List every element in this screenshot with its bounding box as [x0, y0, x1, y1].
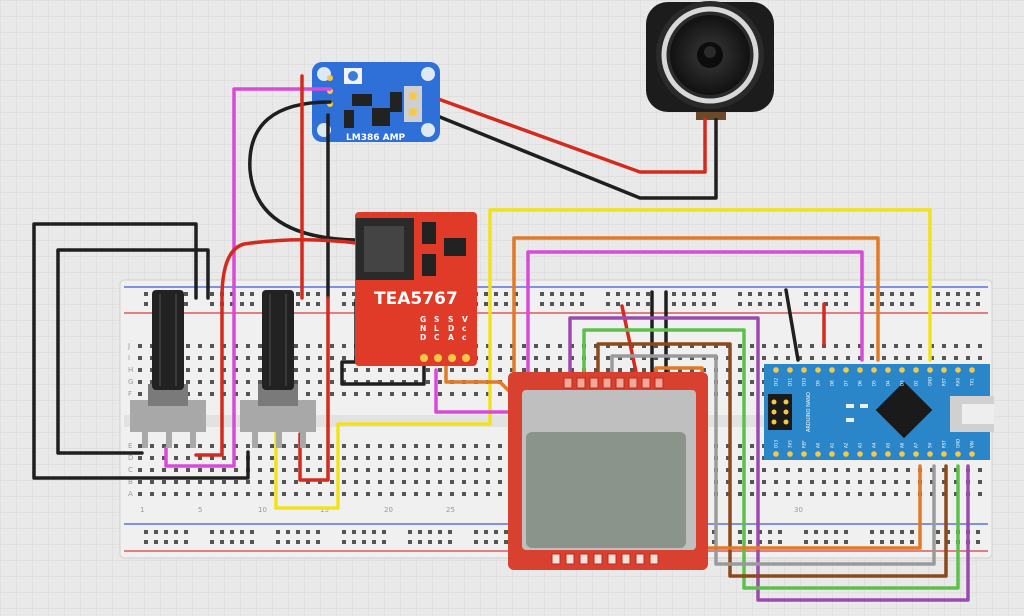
radio-label: TEA5767	[374, 289, 458, 309]
svg-text:D: D	[448, 324, 454, 333]
nano-pin-label: D10	[802, 377, 807, 386]
nano-pin-label: D13	[774, 439, 779, 448]
svg-text:F: F	[128, 390, 132, 398]
nano-pin-label: D4	[886, 380, 891, 386]
nano-pin-label: D8	[830, 380, 835, 386]
svg-text:D: D	[128, 454, 133, 462]
wire-black-nano-gnd	[784, 288, 800, 362]
wire-red-pot-bottom	[298, 296, 330, 482]
nano-pin-label: TX1	[970, 378, 975, 387]
nano-pin-label: VIN	[970, 441, 975, 448]
wire-purple	[568, 316, 970, 602]
nano-pin-label: REF	[802, 440, 807, 448]
nano-pin-label: GND	[956, 439, 961, 448]
svg-text:E: E	[128, 442, 132, 450]
nano-pin-label: RST	[942, 440, 947, 448]
nano-pin-label: D7	[844, 380, 849, 386]
nano-pin-label: A7	[914, 442, 919, 448]
speaker	[646, 1, 774, 120]
svg-text:C: C	[128, 466, 133, 474]
nano-pin-label: D2	[914, 380, 919, 386]
nano-pin-label: 3V3	[788, 440, 793, 448]
wire-green	[582, 328, 960, 590]
wire-brown	[596, 342, 948, 578]
wire-black-inner-loop	[56, 248, 210, 455]
tea5767-radio-module: TEA5767 GND SLC SDA Vcc	[355, 212, 477, 366]
wire-red-radio-pot	[194, 237, 358, 457]
lm386-amp-module: LM386 AMP	[312, 62, 440, 143]
svg-text:L: L	[434, 324, 439, 333]
nano-pin-label: GND	[928, 377, 933, 386]
row-letters: J I H G F E D C B A	[127, 342, 133, 498]
svg-text:5: 5	[198, 506, 202, 514]
svg-text:c: c	[462, 333, 466, 342]
speaker-wires	[429, 94, 718, 200]
svg-text:A: A	[448, 333, 454, 342]
svg-text:V: V	[462, 315, 468, 324]
nano-pin-label: RST	[942, 378, 947, 386]
svg-text:10: 10	[258, 506, 267, 514]
svg-text:D: D	[420, 333, 426, 342]
nano-pin-label: A1	[830, 442, 835, 448]
column-numbers: 1 5 10 15 20 25 30	[140, 506, 803, 514]
wire-black-audio	[248, 100, 358, 242]
lcd-top-pins	[563, 377, 664, 389]
wire-black-outer-loop	[32, 222, 250, 480]
svg-text:15: 15	[320, 506, 329, 514]
svg-text:J: J	[127, 342, 130, 350]
nano-pin-label: A4	[872, 442, 877, 448]
wire-black-jumpers	[650, 290, 668, 374]
svg-text:A: A	[128, 490, 133, 498]
svg-text:S: S	[448, 315, 453, 324]
svg-text:G: G	[420, 315, 426, 324]
nano-pin-label: A6	[900, 442, 905, 448]
amp-label: LM386 AMP	[346, 133, 406, 143]
nano-pin-label: D9	[816, 380, 821, 386]
svg-text:G: G	[128, 378, 133, 386]
svg-text:H: H	[128, 366, 133, 374]
wire-orange-radio	[444, 362, 514, 396]
wire-magenta-nano	[434, 250, 864, 414]
potentiometer-right	[240, 290, 316, 448]
svg-text:N: N	[420, 324, 426, 333]
svg-text:C: C	[434, 333, 440, 342]
nano-pin-label: A3	[858, 442, 863, 448]
wire-yellow	[274, 208, 932, 510]
nano-pin-label: 5V	[928, 442, 933, 448]
nano-label: ARDUINO NANO	[806, 392, 812, 432]
lcd-display-module	[508, 372, 708, 570]
nano-pin-label: A5	[886, 442, 891, 448]
nano-pin-label: D12	[774, 377, 779, 386]
potentiometer-left	[130, 290, 206, 448]
svg-text:30: 30	[794, 506, 803, 514]
wire-magenta-amp-pot	[164, 87, 332, 468]
nano-pin-label: RX0	[956, 377, 961, 386]
nano-pin-label: A2	[844, 442, 849, 448]
lcd-bottom-pins	[551, 553, 659, 565]
svg-text:S: S	[434, 315, 439, 324]
nano-pin-label: D5	[872, 380, 877, 386]
radio-pin-labels: GND SLC SDA Vcc	[420, 315, 468, 342]
svg-text:I: I	[128, 354, 130, 362]
svg-text:20: 20	[384, 506, 393, 514]
wires	[32, 74, 970, 602]
nano-top-pins: D12 D11 D10 D9 D8 D7 D6 D5 D4 D3 D2 GND RST RX0 TX1	[773, 367, 975, 387]
svg-text:c: c	[462, 324, 466, 333]
nano-pin-label: A0	[816, 442, 821, 448]
nano-pin-label: D3	[900, 380, 905, 386]
nano-pin-label: D11	[788, 377, 793, 386]
svg-text:B: B	[128, 478, 133, 486]
wire-gray	[610, 354, 936, 566]
nano-pin-label: D6	[858, 380, 863, 386]
svg-text:25: 25	[446, 506, 455, 514]
nano-bottom-pins: D13 3V3 REF A0 A1 A2 A3 A4 A5 A6 A7 5V RST GND VIN	[773, 439, 975, 457]
wire-orange-top	[512, 236, 880, 402]
svg-text:1: 1	[140, 506, 144, 514]
